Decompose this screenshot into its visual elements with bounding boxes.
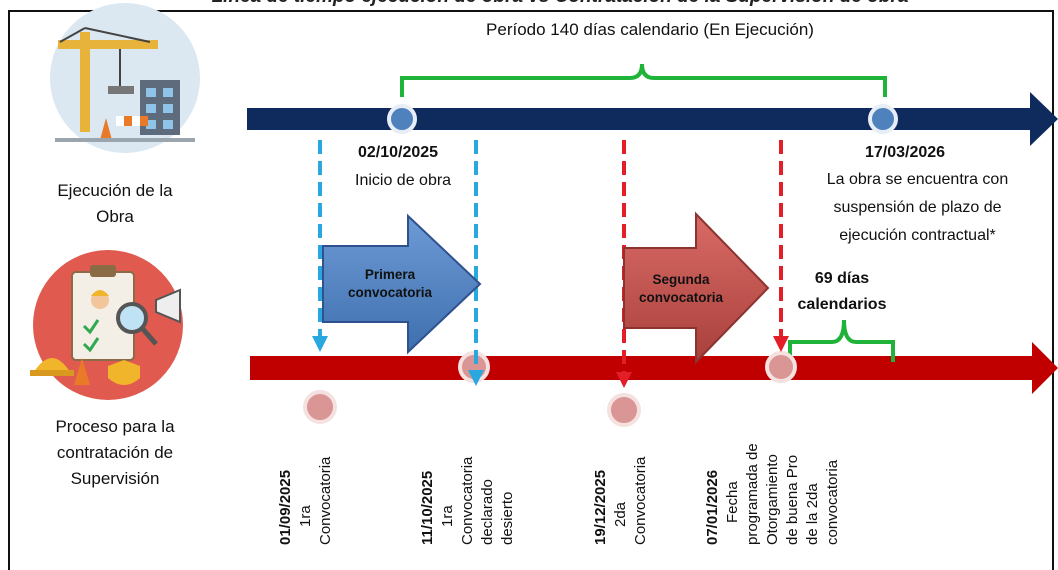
obra-section-label: Ejecución de la Obra — [35, 178, 195, 230]
milestone-1-line2: Convocatoria — [317, 456, 334, 545]
milestone-dot-3 — [607, 393, 641, 427]
first-arrow-label-line1: Primera — [364, 267, 416, 282]
milestone-2-line3: declarado — [479, 479, 496, 545]
second-arrow-label: Segunda convocatoria — [622, 271, 740, 307]
dash-arrowhead-1 — [312, 336, 328, 352]
obra-start-text: Inicio de obra — [355, 172, 452, 189]
milestone-4-date: 07/01/2026 — [704, 469, 721, 545]
first-arrow-label-line2: convocatoria — [347, 285, 433, 300]
construction-icon — [50, 3, 200, 153]
milestone-3-line2: Convocatoria — [632, 456, 649, 545]
milestone-dot-4 — [765, 351, 797, 383]
dash-arrowhead-2 — [468, 370, 484, 386]
supervision-icon — [30, 250, 183, 400]
second-convocatoria-arrow — [623, 211, 770, 365]
obra-start-date: 02/10/2025 — [358, 144, 439, 161]
diagram-title: Línea de tiempo ejecución de obra vs Con… — [150, 0, 970, 8]
milestone-4-line3: Otorgamiento — [764, 454, 781, 545]
gap-bracket — [788, 319, 895, 362]
period-bracket — [400, 63, 887, 97]
dash-arrowhead-3 — [616, 372, 632, 388]
obra-end-text-line2: suspensión de plazo de — [833, 199, 1002, 216]
gap-days-label: 69 días calendarios — [782, 266, 902, 318]
dash-arrowhead-4 — [773, 336, 789, 352]
milestone-1-label: 01/09/2025 1ra Convocatoria — [276, 457, 336, 545]
milestone-3-date: 19/12/2025 — [592, 469, 609, 545]
supervision-timeline-bar — [250, 356, 1034, 380]
first-convocatoria-arrow — [322, 213, 482, 355]
obra-end-text: La obra se encuentra con suspensión de p… — [790, 166, 1045, 250]
milestone-2-label: 11/10/2025 1ra Convocatoria declarado de… — [418, 457, 518, 545]
obra-end-text-line3: ejecución contractual* — [839, 227, 996, 244]
milestone-1-date: 01/09/2025 — [277, 469, 294, 545]
milestone-4-line4: de buena Pro — [784, 454, 801, 545]
milestone-1-line1: 1ra — [297, 505, 314, 527]
second-arrow-label-line1: Segunda — [652, 272, 710, 287]
milestone-4-line1: Fecha — [724, 481, 741, 523]
first-arrow-label: Primera convocatoria — [330, 266, 450, 302]
obra-end-text-line1: La obra se encuentra con — [826, 171, 1009, 188]
diagram-frame — [8, 10, 1054, 570]
milestone-dot-1 — [303, 390, 337, 424]
milestone-2-line4: desierto — [499, 491, 516, 545]
gap-days-line2: calendarios — [797, 296, 887, 313]
milestone-2-line1: 1ra — [439, 505, 456, 527]
milestone-2-line2: Convocatoria — [459, 456, 476, 545]
obra-timeline-bar — [247, 108, 1032, 130]
supervision-section-label: Proceso para la contratación de Supervis… — [30, 414, 200, 492]
supervision-timeline-arrowhead — [1032, 342, 1058, 394]
milestone-3-label: 19/12/2025 2da Convocatoria — [591, 457, 651, 545]
period-label: Período 140 días calendario (En Ejecució… — [486, 20, 814, 39]
milestone-3-line1: 2da — [612, 501, 629, 527]
gap-days-line1: 69 días — [814, 270, 870, 287]
milestone-4-line5: de la 2da — [804, 483, 821, 545]
supervision-section-label-line1: Proceso para la — [55, 417, 175, 436]
milestone-4-label: 07/01/2026 Fecha programada de Otorgamie… — [703, 443, 843, 545]
obra-end-date: 17/03/2026 — [865, 144, 946, 161]
second-arrow-label-line2: convocatoria — [638, 290, 724, 305]
milestone-4-line2: programada de — [744, 443, 761, 545]
supervision-section-label-line2: contratación de — [56, 443, 174, 462]
supervision-section-label-line3: Supervisión — [70, 469, 160, 488]
obra-start-dot — [387, 104, 417, 134]
milestone-4-line6: convocatoria — [824, 459, 841, 545]
obra-section-label-line1: Ejecución de la — [57, 181, 173, 200]
milestone-2-date: 11/10/2025 — [419, 470, 436, 545]
obra-section-label-line2: Obra — [96, 207, 134, 226]
obra-timeline-arrowhead — [1030, 92, 1058, 146]
obra-end-dot — [868, 104, 898, 134]
